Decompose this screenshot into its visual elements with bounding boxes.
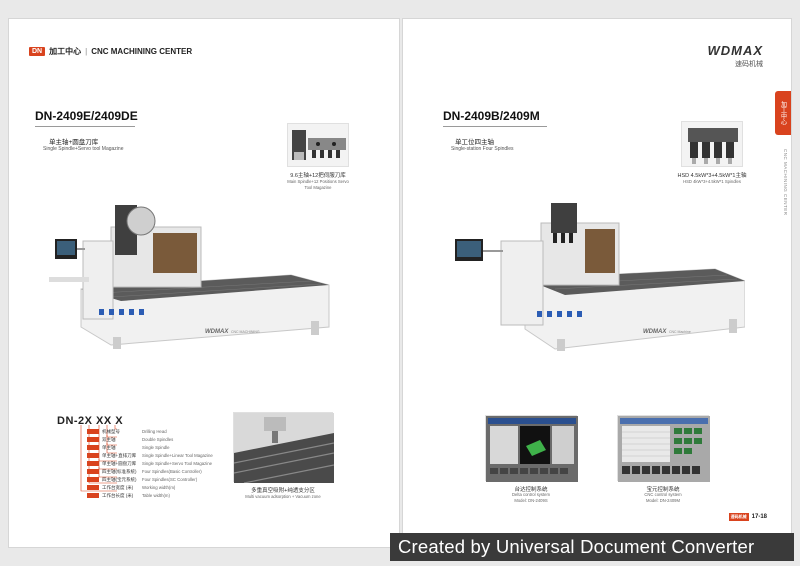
side-section-en: CNC MACHINING CENTER bbox=[783, 149, 788, 216]
machine-brand-label: WDMAX bbox=[643, 329, 667, 335]
machine-model-label: CNC Machine bbox=[669, 330, 691, 334]
syntec-control-screen bbox=[617, 415, 710, 482]
vacuum-table-photo bbox=[233, 412, 335, 484]
left-page: DN 加工中心 | CNC MACHINING CENTER DN-2409E/… bbox=[8, 18, 400, 548]
section-header: DN 加工中心 | CNC MACHINING CENTER bbox=[29, 46, 192, 57]
subtitle-en: Single Spindle+Servo tool Magazine bbox=[43, 146, 124, 152]
title-underline bbox=[35, 126, 135, 127]
syntec-control-screen-illustration bbox=[618, 416, 710, 482]
legend-item: 四主轴(宝元系统)Four Spindles(SC Controller) bbox=[87, 476, 197, 483]
delta-caption-cn: 台达控制系统 bbox=[514, 487, 548, 493]
delta-control-screen bbox=[485, 415, 578, 482]
thumb-caption-en: HSD 4kW*3+4.5kW*1 Spindles bbox=[683, 179, 741, 184]
section-title-en: CNC MACHINING CENTER bbox=[91, 47, 193, 56]
brand-logo: WDMAX 速码机械 bbox=[707, 43, 763, 69]
table-caption-en: Multi vacuum adsorption + Vacuum zone bbox=[245, 494, 321, 499]
legend-item: 四主轴(标准系统)Four Spindles(Basic Controller) bbox=[87, 468, 202, 475]
subtitle-cn: 单工位四主轴 bbox=[455, 139, 494, 146]
model-code: DN-2X XX X bbox=[57, 415, 124, 427]
legend-item: 工作台宽度 (米)Working width(m) bbox=[87, 484, 175, 491]
dn-badge: DN bbox=[29, 47, 46, 56]
logo-text: WDMAX bbox=[707, 43, 763, 58]
thumb-caption-cn: 9.6主轴+12把伺服刀库 bbox=[290, 173, 346, 179]
syntec-caption-model: Model: DN-2409M bbox=[646, 498, 680, 503]
page-tag: 速码机械 bbox=[728, 513, 749, 521]
thumb-caption-en: Main Spindle+12 Positions Servo Tool Mag… bbox=[287, 179, 349, 190]
legend-connector-lines bbox=[80, 425, 117, 492]
title-underline bbox=[443, 126, 547, 127]
syntec-caption-cn: 宝元控制系统 bbox=[646, 487, 680, 493]
machine-brand-label: WDMAX bbox=[205, 329, 229, 335]
table-caption-cn: 多重真空吸附+纯透支分区 bbox=[251, 488, 315, 494]
page-number: 速码机械 17-18 bbox=[728, 513, 767, 521]
syntec-caption-en: CNC control system bbox=[644, 492, 682, 497]
model-title: DN-2409B/2409M bbox=[443, 109, 540, 123]
thumb-caption-cn: HSD 4.5kW*3+4.5kW*1主轴 bbox=[677, 173, 747, 179]
spindle-magazine-illustration bbox=[292, 130, 346, 160]
delta-caption-model: Model: DN-2409S bbox=[514, 498, 548, 503]
four-spindle-illustration bbox=[688, 128, 738, 164]
spindle-magazine-photo bbox=[287, 123, 349, 167]
machine-model-label: CNC MACHINING bbox=[231, 330, 260, 334]
vacuum-table-illustration bbox=[233, 413, 335, 484]
side-tab: 加工中心 bbox=[775, 91, 791, 135]
page-number-text: 17-18 bbox=[751, 514, 767, 520]
four-spindle-photo bbox=[681, 121, 743, 167]
subtitle-cn: 单主轴+圆盘刀库 bbox=[49, 139, 99, 146]
logo-subtitle: 速码机械 bbox=[735, 61, 763, 68]
machine-2409e-illustration bbox=[49, 205, 330, 349]
right-page: WDMAX 速码机械 DN-2409B/2409M 单工位四主轴 Single-… bbox=[402, 18, 792, 548]
section-title-cn: 加工中心 bbox=[49, 47, 82, 56]
converter-watermark: Created by Universal Document Converter bbox=[390, 533, 794, 561]
legend-item: 工作台长度 (米)Table width(m) bbox=[87, 492, 170, 499]
model-title: DN-2409E/2409DE bbox=[35, 109, 138, 123]
delta-control-screen-illustration bbox=[486, 416, 578, 482]
subtitle-en: Single-station Four Spindles bbox=[451, 146, 514, 152]
machine-2409b-illustration bbox=[455, 203, 745, 351]
delta-caption-en: Delta control system bbox=[512, 492, 550, 497]
